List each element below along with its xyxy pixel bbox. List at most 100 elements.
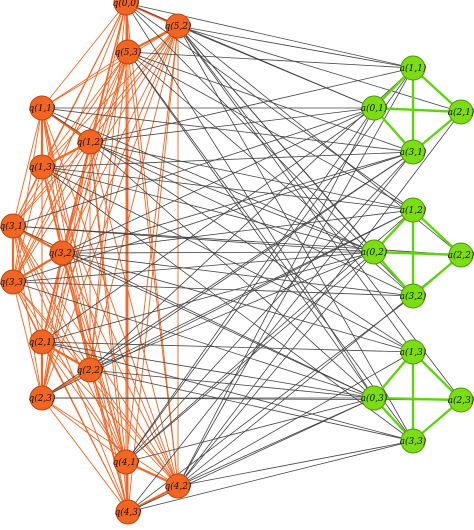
node-label: q(4,2) [164,481,192,492]
node-label: q(3,2) [48,248,76,259]
cross-edge [89,107,375,143]
node-label: q(3,3) [0,277,27,288]
node-label: a(3,1) [400,147,427,158]
node-label: a(2,2) [448,250,474,261]
cross-edge [41,151,414,168]
q-link-edge [12,281,91,371]
cross-edge [89,67,414,143]
q-link-edge [89,369,179,487]
node-a11: a(1,1) [400,55,427,81]
node-label: q(2,3) [28,393,56,404]
cross-edge [177,25,414,69]
q-link-edge [61,252,127,463]
cross-edge [177,351,414,487]
node-a31: a(3,1) [400,139,427,165]
cross-edge [177,397,375,487]
cross-edge [41,341,414,353]
node-label: q(1,3) [28,162,56,173]
node-circle [400,139,426,165]
cross-edge [12,251,375,283]
cross-edge [89,369,375,399]
cross-edge [125,397,375,463]
cross-edge [89,141,375,399]
q-link-edge [41,252,63,399]
node-label: q(5,3) [114,47,142,58]
q-link-edge [41,341,127,463]
cross-edge [61,107,375,254]
node-label: a(0,2) [361,247,388,258]
node-a23: a(2,3) [448,387,474,413]
node-circle [0,269,26,295]
cross-edge [61,209,414,254]
cross-edge [61,151,414,254]
cross-edge [41,166,375,253]
node-q22: q(2,2) [76,357,104,383]
q-link-edge [41,2,127,109]
node-q53: q(5,3) [114,39,142,65]
cross-edge [177,25,414,442]
node-circle [400,197,426,223]
cross-edge [89,151,414,371]
cross-edge [125,2,414,69]
cross-edge [41,341,414,442]
cross-edge [127,51,375,399]
node-q52: q(5,2) [164,13,192,39]
node-circle [115,499,141,525]
cross-edge [41,166,414,353]
a-group-edge [373,106,462,114]
cross-edge [127,51,414,211]
node-a01: a(0,1) [361,95,388,121]
cross-edge [125,107,375,463]
cross-edge [89,369,414,442]
node-circle [400,55,426,81]
cross-edge [177,111,462,487]
cross-edge [125,151,414,463]
node-label: a(2,3) [448,395,474,406]
q-link-edge [61,252,179,487]
cross-edge [41,166,414,211]
cross-edge [12,107,375,227]
node-circle [77,357,103,383]
node-label: a(1,3) [400,347,427,358]
node-q42: q(4,2) [164,473,192,499]
cross-edge [177,67,414,487]
q-link-edge [12,2,127,283]
cross-edge [61,252,414,297]
cross-edge [177,25,375,109]
q-link-edge [12,225,129,513]
cross-edge [89,141,414,211]
node-q23: q(2,3) [28,385,56,411]
node-a33: a(3,3) [400,428,427,454]
q-link-edge [41,166,127,463]
q-link-edge [89,25,179,371]
node-a03: a(0,3) [361,385,388,411]
q-link-edge [41,397,129,513]
q-link-edge [12,225,43,343]
cross-edge [12,151,414,283]
q-link-edge [12,51,129,283]
node-label: a(2,1) [448,107,474,118]
cross-edge [12,225,375,253]
node-label: a(1,1) [400,63,427,74]
node-circle [77,129,103,155]
node-circle [448,99,474,125]
node-q41: q(4,1) [112,449,140,475]
a-group-edge [373,396,462,402]
cross-edge [41,107,414,153]
q-link-edge [41,51,129,399]
node-label: a(0,1) [361,103,388,114]
cross-edge [177,107,375,487]
node-q31: q(3,1) [0,213,27,239]
cross-edge [127,151,414,513]
cross-edge [61,252,375,399]
cross-edge [41,151,414,399]
q-link-edge [41,107,179,487]
cross-edge [41,341,375,399]
cross-edge [12,281,375,399]
a-group-edge [373,250,462,257]
node-a32: a(3,2) [400,283,427,309]
node-circle [400,428,426,454]
q-link-edge [12,281,127,463]
node-a13: a(1,3) [400,339,427,365]
